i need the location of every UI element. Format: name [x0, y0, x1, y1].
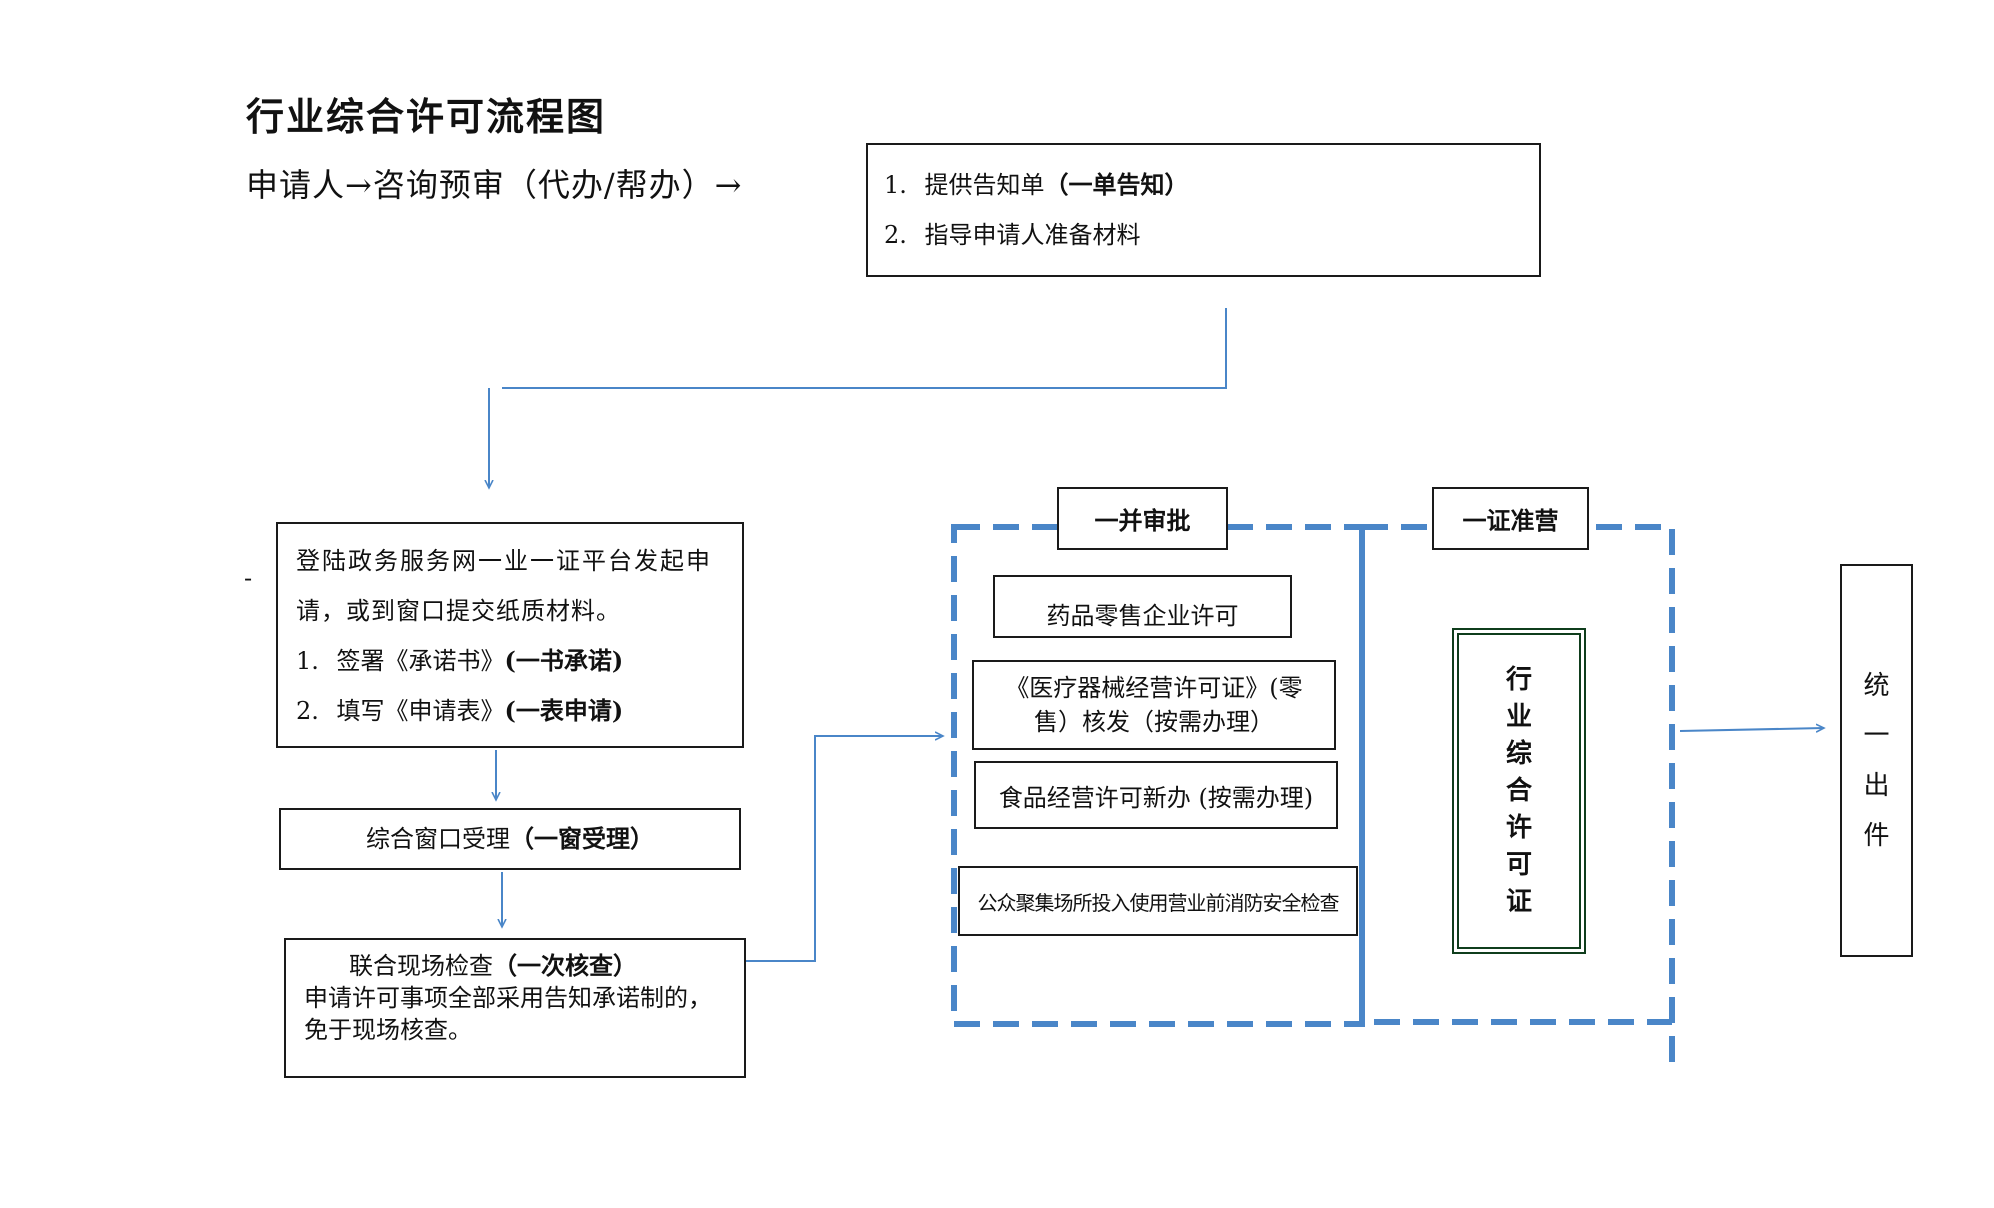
accept-text: 综合窗口受理 — [366, 825, 510, 853]
inspect-line-1-bold: （一次核查） — [493, 951, 637, 980]
connector-consult-to-apply — [502, 308, 1227, 389]
inspect-box: 联合现场检查（一次核查） 申请许可事项全部采用告知承诺制的， 免于现场核查。 — [284, 938, 746, 1078]
license-label: 一证准营 — [1432, 487, 1589, 550]
apply-line-2: 请，或到窗口提交纸质材料。 — [296, 597, 621, 625]
apply-item-2-num: 2. — [296, 697, 319, 725]
approval-item-1-text: 药品零售企业许可 — [1046, 602, 1239, 630]
consult-item-1-text: 提供告知单 — [924, 171, 1045, 199]
page-title: 行业综合许可流程图 — [246, 95, 607, 139]
approval-item-1: 药品零售企业许可 — [993, 575, 1292, 638]
accept-bold: （一窗受理） — [510, 824, 654, 853]
license-char-5: 许 — [1505, 812, 1532, 843]
consult-item-1-num: 1. — [884, 171, 907, 199]
inspect-line-1-text: 联合现场检查 — [349, 952, 493, 980]
approval-item-4-text: 公众聚集场所投入使用营业前消防安全检查 — [977, 890, 1340, 915]
output-box: 统 一 出 件 — [1840, 564, 1913, 957]
flow-subtitle: 申请人→咨询预审（代办/帮办）→ — [246, 166, 743, 204]
license-char-1: 行 — [1505, 664, 1532, 695]
license-char-6: 可 — [1505, 849, 1532, 880]
arrow-license-to-output — [1679, 728, 1824, 731]
license-char-2: 业 — [1505, 701, 1532, 732]
consult-item-2: 2. 指导申请人准备材料 — [884, 217, 1539, 253]
license-label-text: 一证准营 — [1462, 506, 1559, 535]
approval-item-3-text: 食品经营许可新办 (按需办理) — [998, 783, 1314, 812]
dash-mark: - — [244, 564, 253, 592]
apply-item-1-bold: (一书承诺) — [504, 646, 624, 675]
apply-item-2-bold: (一表申请) — [504, 696, 624, 725]
apply-item-1: 1. 签署《承诺书》(一书承诺) — [296, 636, 742, 686]
arrow-inspect-to-approval — [746, 736, 943, 962]
consult-item-2-num: 2. — [884, 221, 907, 249]
license-box: 行 业 综 合 许 可 证 — [1452, 628, 1586, 954]
consult-item-2-text: 指导申请人准备材料 — [924, 221, 1141, 249]
apply-item-1-num: 1. — [296, 647, 319, 675]
inspect-line-1: 联合现场检查（一次核查） — [304, 950, 744, 982]
approval-label: 一并审批 — [1057, 487, 1228, 550]
inspect-line-3: 免于现场核查。 — [304, 1016, 472, 1044]
output-char-2: 一 — [1863, 720, 1890, 751]
approval-label-text: 一并审批 — [1094, 506, 1191, 535]
approval-item-4: 公众聚集场所投入使用营业前消防安全检查 — [958, 866, 1358, 936]
accept-box: 综合窗口受理（一窗受理） — [279, 808, 741, 870]
consult-box: 1. 提供告知单（一单告知） 2. 指导申请人准备材料 — [866, 143, 1541, 277]
apply-line-1: 登陆政务服务网一业一证平台发起申 — [296, 547, 712, 575]
output-char-1: 统 — [1863, 670, 1890, 701]
output-char-3: 出 — [1863, 770, 1890, 801]
approval-item-2: 《医疗器械经营许可证》(零 售）核发（按需办理） — [972, 660, 1336, 750]
inspect-line-2: 申请许可事项全部采用告知承诺制的， — [304, 984, 712, 1012]
approval-item-3: 食品经营许可新办 (按需办理) — [974, 761, 1338, 829]
license-char-3: 综 — [1505, 738, 1532, 769]
approval-item-2-line-1: 《医疗器械经营许可证》(零 — [1005, 674, 1303, 702]
apply-item-1-text: 签署《承诺书》 — [336, 647, 505, 675]
output-char-4: 件 — [1863, 820, 1890, 851]
license-char-4: 合 — [1505, 775, 1532, 806]
license-text: 行 业 综 合 许 可 证 — [1459, 635, 1579, 947]
apply-item-2: 2. 填写《申请表》(一表申请) — [296, 686, 742, 736]
license-char-7: 证 — [1505, 886, 1532, 917]
consult-item-1: 1. 提供告知单（一单告知） — [884, 167, 1539, 203]
apply-box: 登陆政务服务网一业一证平台发起申 请，或到窗口提交纸质材料。 1. 签署《承诺书… — [276, 522, 744, 748]
approval-item-2-line-2: 售）核发（按需办理） — [1034, 708, 1274, 736]
consult-item-1-bold: （一单告知） — [1044, 170, 1189, 199]
apply-item-2-text: 填写《申请表》 — [336, 697, 505, 725]
